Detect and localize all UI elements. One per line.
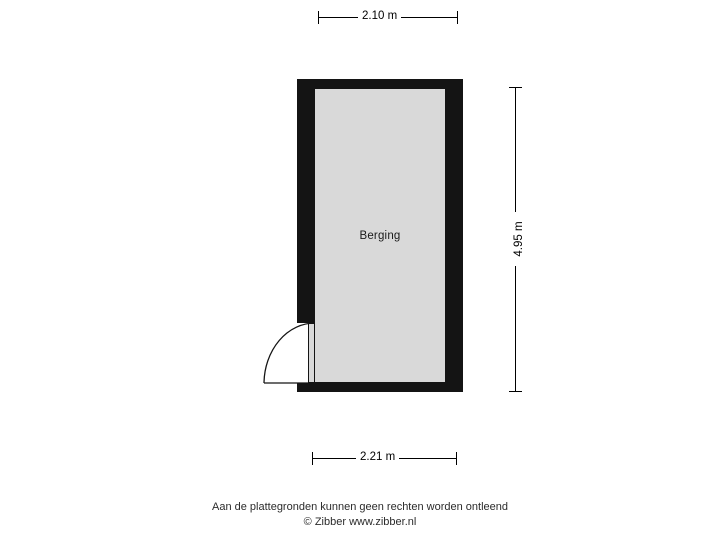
dimension-right-label: 4.95 m <box>513 212 525 266</box>
door-swing-arc-icon <box>263 322 316 384</box>
room-label-berging: Berging <box>359 230 401 242</box>
dimension-right-tick-top <box>509 87 522 88</box>
room-floor-berging <box>315 89 445 382</box>
dimension-bottom-tick-left <box>312 452 313 465</box>
footer: Aan de plattegronden kunnen geen rechten… <box>0 500 720 530</box>
dimension-bottom-tick-right <box>456 452 457 465</box>
dimension-bottom-label: 2.21 m <box>356 451 400 463</box>
footer-copyright: © Zibber www.zibber.nl <box>303 516 417 528</box>
dimension-top-label: 2.10 m <box>358 10 402 22</box>
footer-disclaimer: Aan de plattegronden kunnen geen rechten… <box>211 501 508 513</box>
dimension-top-tick-right <box>457 11 458 24</box>
dimension-top-tick-left <box>318 11 319 24</box>
dimension-right-tick-bottom <box>509 391 522 392</box>
